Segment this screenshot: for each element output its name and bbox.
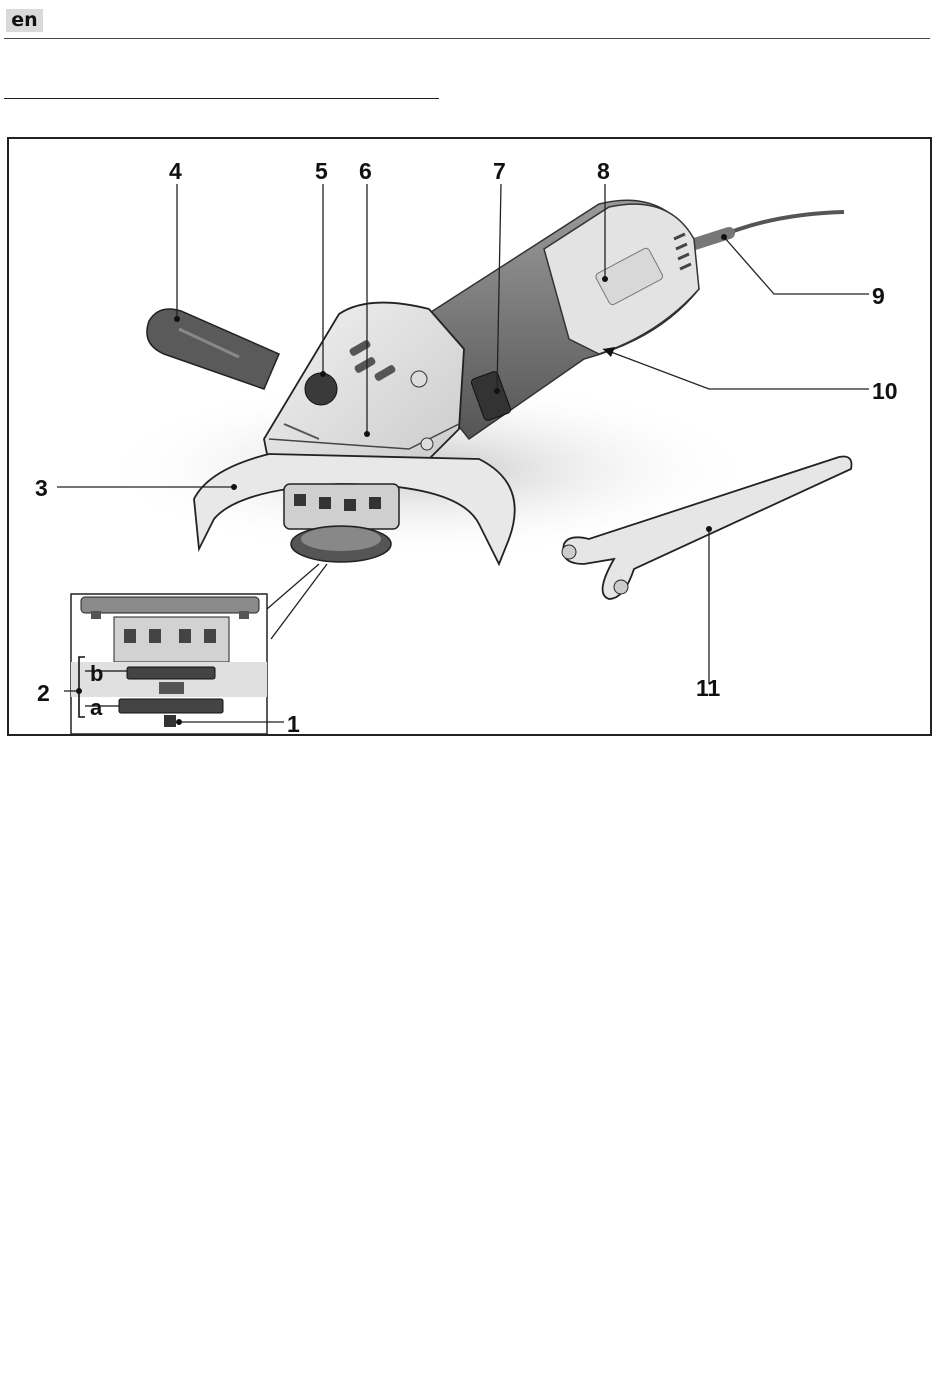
angle-grinder-drawing: b a 4 5 6 7 8 — [9, 139, 930, 734]
callout-1: 1 — [287, 711, 300, 734]
callout-4: 4 — [169, 158, 182, 184]
callout-6: 6 — [359, 158, 372, 184]
callout-3: 3 — [35, 475, 48, 501]
callout-9: 9 — [872, 283, 885, 309]
product-illustration: b a 4 5 6 7 8 — [7, 137, 932, 736]
power-cord — [679, 212, 844, 249]
callout-10: 10 — [872, 378, 898, 404]
header-rule — [4, 38, 930, 39]
callout-8: 8 — [597, 158, 610, 184]
label-a: a — [90, 695, 103, 720]
mounting-flange-b — [127, 667, 215, 679]
callout-2: 2 — [37, 680, 50, 706]
callout-5: 5 — [315, 158, 328, 184]
callout-7: 7 — [493, 158, 506, 184]
auxiliary-handle — [147, 309, 279, 389]
flange-detail-inset: b a — [71, 594, 267, 734]
spindle-lock-knob — [305, 373, 337, 405]
clamping-nut-a — [119, 699, 223, 713]
language-tag: en — [6, 9, 43, 32]
flange-assembly — [284, 484, 399, 562]
section-rule — [4, 98, 439, 99]
callout-11: 11 — [696, 675, 721, 701]
label-b: b — [90, 661, 103, 686]
